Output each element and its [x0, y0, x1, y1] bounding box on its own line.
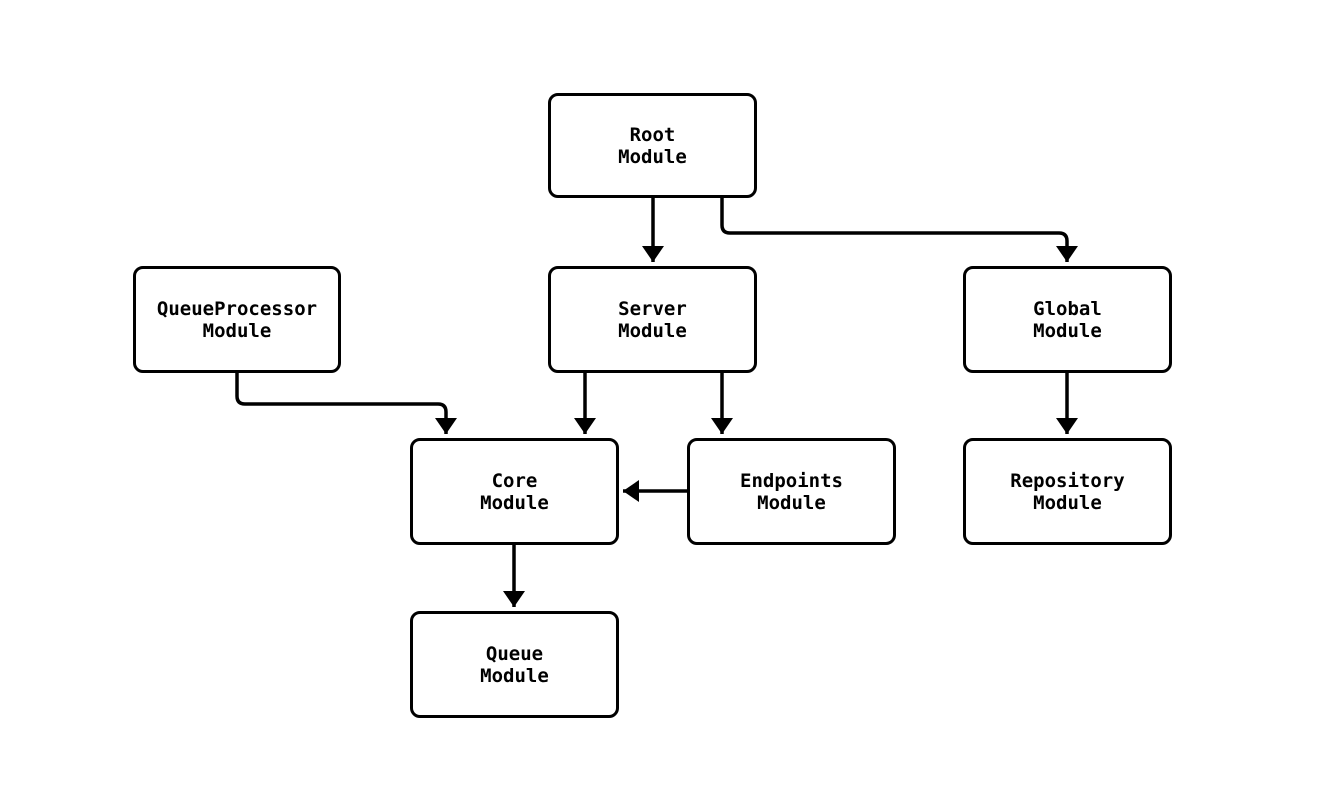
node-label: Core: [491, 469, 538, 492]
node-label: Module: [1033, 491, 1102, 514]
node-repository-module: Repository Module: [963, 438, 1172, 545]
node-core-module: Core Module: [410, 438, 619, 545]
node-label: Repository: [1010, 469, 1125, 492]
node-label: Endpoints: [740, 469, 843, 492]
node-root-module: Root Module: [548, 93, 757, 198]
node-label: Module: [1033, 319, 1102, 342]
node-label: Queue: [485, 642, 544, 665]
node-global-module: Global Module: [963, 266, 1172, 373]
node-label: Module: [618, 145, 687, 168]
node-label: Module: [618, 319, 687, 342]
edge-queueprocessor-to-core: [235, 373, 457, 434]
node-endpoints-module: Endpoints Module: [687, 438, 896, 545]
node-label: Root: [629, 123, 676, 146]
node-label: Module: [480, 664, 549, 687]
node-label: Module: [757, 491, 826, 514]
node-label: QueueProcessor: [156, 297, 318, 320]
node-label: Server: [618, 297, 687, 320]
node-label: Global: [1033, 297, 1102, 320]
node-queue-module: Queue Module: [410, 611, 619, 718]
node-label: Module: [202, 319, 272, 342]
node-server-module: Server Module: [548, 266, 757, 373]
node-queueprocessor-module: QueueProcessor Module: [133, 266, 341, 373]
edge-root-to-global: [720, 198, 1078, 262]
node-label: Module: [480, 491, 549, 514]
